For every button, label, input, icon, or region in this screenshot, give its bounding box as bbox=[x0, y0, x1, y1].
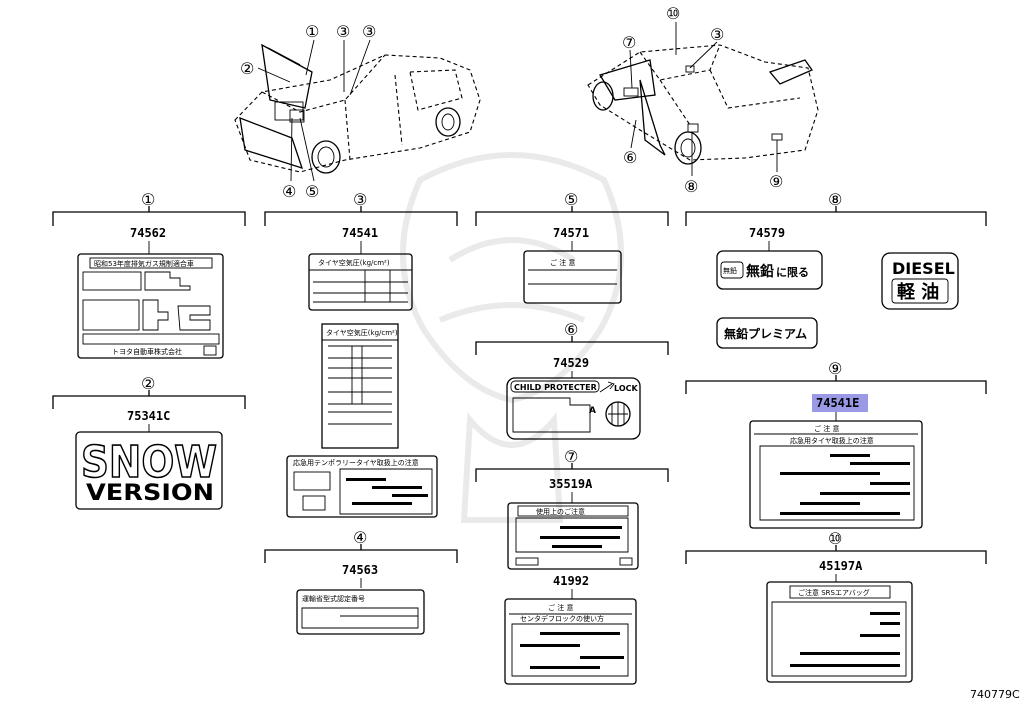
part-number-75341c[interactable]: 75341C bbox=[127, 409, 170, 423]
front-car-illustration bbox=[234, 39, 481, 182]
callout-2-front: ② bbox=[240, 59, 254, 78]
group-callout-3: ③ bbox=[353, 190, 367, 209]
group-callout-2: ② bbox=[141, 374, 155, 393]
callout-4-front: ④ bbox=[282, 182, 296, 201]
watermark-emblem bbox=[399, 152, 625, 523]
callout-8-rear: ⑧ bbox=[684, 177, 698, 196]
part-number-74571[interactable]: 74571 bbox=[553, 226, 589, 240]
center-diff-text: センタデフロックの使い方 bbox=[520, 614, 604, 623]
unleaded-badge-text: 無鉛 bbox=[723, 266, 737, 275]
part-number-74541[interactable]: 74541 bbox=[342, 226, 378, 240]
emission-label-text: 昭和53年度排気ガス規制適合車 bbox=[94, 259, 194, 268]
unleaded-premium-text: 無鉛プレミアム bbox=[724, 326, 807, 341]
snow-text: SNOW bbox=[81, 437, 217, 488]
rear-car-illustration bbox=[587, 22, 819, 176]
type-cert-text: 運輸省型式認定番号 bbox=[302, 594, 365, 603]
label-unleaded-premium: 無鉛プレミアム bbox=[716, 317, 818, 349]
part-number-74529[interactable]: 74529 bbox=[553, 356, 589, 370]
part-number-74541e-highlight bbox=[812, 394, 868, 412]
part-number-74562[interactable]: 74562 bbox=[130, 226, 166, 240]
part-number-74541e[interactable]: 74541E bbox=[816, 396, 859, 410]
mark-a-text: A bbox=[589, 406, 596, 416]
label-74579-unleaded-only: 無鉛 無鉛 に限る bbox=[716, 250, 823, 290]
label-41992-center-diff: ご 注 意 センタデフロックの使い方 bbox=[504, 598, 637, 685]
tire-pressure-small-text: タイヤ空気圧(kg/cm²) bbox=[326, 328, 398, 337]
label-74563-type-cert: 運輸省型式認定番号 bbox=[296, 589, 425, 635]
label-45197a-srs-airbag: ご注意 SRSエアバッグ bbox=[766, 581, 913, 683]
part-number-35519a[interactable]: 35519A bbox=[549, 477, 593, 491]
callout-6-rear: ⑥ bbox=[623, 148, 637, 167]
label-75341c-snow-version: SNOW VERSION bbox=[75, 431, 223, 510]
diagram-id: 740779C bbox=[970, 688, 1020, 701]
label-35519a-usage-caution: 使用上のご注意 bbox=[507, 502, 639, 570]
callout-9-rear: ⑨ bbox=[769, 172, 783, 191]
callout-3-front-b: ③ bbox=[362, 22, 376, 41]
callout-3-front-a: ③ bbox=[336, 22, 350, 41]
label-74562-emission: 昭和53年度排気ガス規制適合車 トヨタ自動車株式会社 bbox=[77, 253, 224, 359]
group-callout-6: ⑥ bbox=[564, 320, 578, 339]
part-number-41992[interactable]: 41992 bbox=[553, 574, 589, 588]
part-number-74579[interactable]: 74579 bbox=[749, 226, 785, 240]
group-callout-5: ⑤ bbox=[564, 190, 578, 209]
label-74541e-emergency-tire: ご 注 意 応急用タイヤ取扱上の注意 bbox=[749, 420, 923, 529]
version-text: VERSION bbox=[86, 481, 214, 506]
group-callout-4: ④ bbox=[353, 528, 367, 547]
compact-spare-text: 応急用テンポラリータイヤ取扱上の注意 bbox=[293, 458, 419, 467]
label-74541-tire-pressure: タイヤ空気圧(kg/cm²) タイヤ空気圧(kg/cm²) 応急用テンポラリータ… bbox=[286, 253, 438, 518]
label-diesel: DIESEL 軽 油 bbox=[881, 252, 959, 310]
callout-7-rear: ⑦ bbox=[622, 33, 636, 52]
group-brackets bbox=[52, 206, 987, 564]
part-number-45197a[interactable]: 45197A bbox=[819, 559, 863, 573]
caution-9-text: ご 注 意 bbox=[814, 424, 839, 433]
light-oil-text: 軽 油 bbox=[897, 281, 939, 303]
srs-caution-text: ご注意 SRSエアバッグ bbox=[798, 588, 870, 597]
label-74529-child-protector: CHILD PROTECTER LOCK A bbox=[506, 377, 641, 440]
group-callout-10: ⑩ bbox=[828, 529, 842, 548]
callout-5-front: ⑤ bbox=[305, 182, 319, 201]
child-protector-text: CHILD PROTECTER bbox=[514, 383, 597, 392]
usage-caution-text: 使用上のご注意 bbox=[536, 507, 585, 516]
group-callout-1: ① bbox=[141, 190, 155, 209]
only-suffix-text: に限る bbox=[776, 265, 809, 279]
diesel-text: DIESEL bbox=[892, 259, 955, 278]
part-number-74563[interactable]: 74563 bbox=[342, 563, 378, 577]
callout-10-rear: ⑩ bbox=[666, 4, 680, 23]
toyota-label-text: トヨタ自動車株式会社 bbox=[112, 347, 182, 356]
emergency-tire-text: 応急用タイヤ取扱上の注意 bbox=[790, 436, 874, 445]
callout-3-rear: ③ bbox=[710, 25, 724, 44]
callout-1-front: ① bbox=[305, 22, 319, 41]
caution-7b-text: ご 注 意 bbox=[548, 603, 573, 612]
unleaded-only-text: 無鉛 bbox=[746, 263, 774, 280]
group-callout-9: ⑨ bbox=[828, 359, 842, 378]
group-callout-7: ⑦ bbox=[564, 447, 578, 466]
caution-5-text: ご 注 意 bbox=[550, 258, 575, 267]
group-callout-8: ⑧ bbox=[828, 190, 842, 209]
label-74571-caution: ご 注 意 bbox=[523, 250, 622, 304]
tire-pressure-text: タイヤ空気圧(kg/cm²) bbox=[318, 258, 390, 267]
lock-text: LOCK bbox=[614, 384, 638, 393]
